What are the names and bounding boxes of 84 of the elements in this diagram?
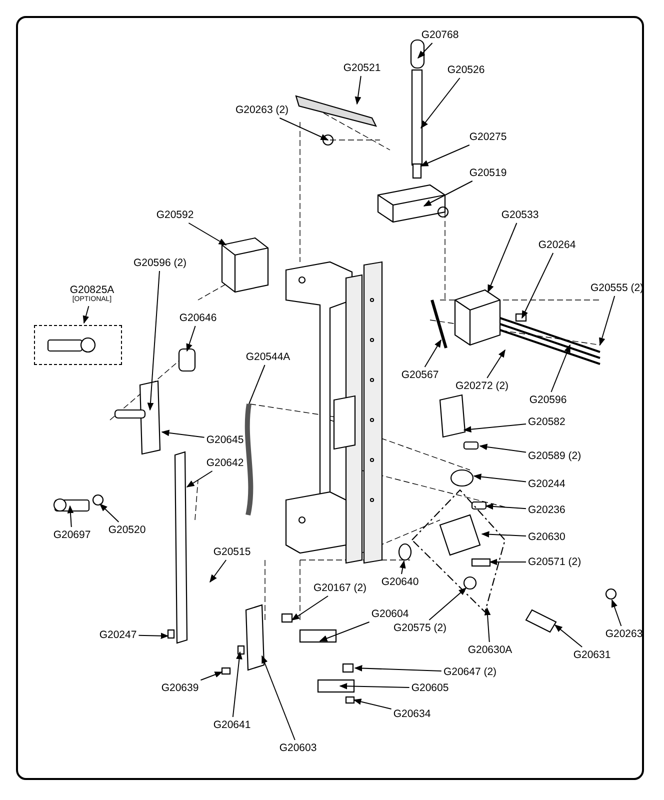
part-number: G20641 — [213, 718, 251, 732]
leader-line — [424, 339, 442, 368]
part-number: G20825A — [70, 284, 114, 296]
leader-line — [147, 270, 160, 411]
leader-line — [353, 698, 392, 710]
part-number: G20526 — [447, 64, 485, 76]
leader-line — [210, 560, 227, 583]
leader-line — [486, 349, 506, 378]
part-number: G20236 — [528, 504, 566, 516]
leader-line — [485, 503, 526, 510]
part-number: G20604 — [371, 608, 409, 620]
part-number: G20605 — [411, 682, 449, 694]
leader-line — [400, 560, 406, 574]
part-number: G20263 — [605, 628, 643, 640]
part-number: G20264 — [538, 238, 576, 252]
part-number: G20596 — [529, 394, 567, 406]
leader-line — [339, 682, 410, 690]
part-number: G20647 (2) — [443, 666, 497, 678]
leader-line — [484, 607, 491, 642]
leader-line — [417, 42, 433, 59]
leader-line — [262, 655, 296, 740]
part-number: G20631 — [573, 648, 611, 662]
part-number: G20533 — [501, 208, 539, 222]
part-number: G20520 — [108, 524, 146, 536]
leader-line — [599, 296, 616, 346]
leader-line — [138, 632, 169, 640]
leader-line — [248, 364, 266, 404]
leader-line — [279, 118, 329, 140]
part-number: G20244 — [528, 478, 566, 490]
part-number: G20642 — [206, 456, 244, 470]
part-number: G20582 — [528, 416, 566, 428]
part-number: G20596 (2) — [133, 256, 187, 270]
part-number: G20521 — [343, 62, 381, 74]
leader-line — [186, 326, 196, 352]
leader-line — [354, 665, 442, 672]
part-number: G20768 — [421, 28, 459, 42]
part-number: G20275 — [469, 130, 507, 144]
leader-line — [428, 587, 467, 620]
leader-line — [420, 78, 460, 129]
leader-line — [99, 503, 120, 522]
leader-line — [319, 622, 370, 642]
part-number: G20519 — [469, 166, 507, 180]
leader-line — [489, 558, 526, 566]
part-number: G20592 — [156, 208, 194, 222]
part-number: G20247 — [99, 628, 137, 642]
leader-line — [291, 596, 328, 620]
leader-line — [232, 651, 242, 718]
part-number: G20634 — [393, 708, 431, 720]
leader-line — [67, 505, 74, 528]
part-number: G20589 (2) — [528, 450, 582, 462]
part-number: G20575 (2) — [393, 622, 447, 634]
leader-line — [200, 672, 223, 681]
part-number: G20646 — [179, 312, 217, 324]
part-number: G20272 (2) — [455, 380, 509, 392]
part-number: G20167 (2) — [313, 582, 367, 594]
part-number: G20603 — [279, 742, 317, 754]
leader-line — [481, 531, 526, 538]
leader-line — [611, 599, 622, 626]
leader-line — [554, 624, 583, 648]
part-number: G20544A — [246, 350, 290, 364]
part-number: G20630A — [468, 644, 512, 656]
part-number: G20640 — [381, 576, 419, 588]
leader-line — [420, 144, 470, 166]
leader-line — [188, 222, 227, 246]
leader-line — [463, 424, 526, 432]
leader-line — [473, 474, 526, 482]
leader-line — [354, 76, 362, 105]
part-number: G20571 (2) — [528, 556, 582, 568]
leader-line — [423, 180, 473, 206]
optional-kit-outline — [34, 325, 122, 365]
leader-line — [522, 252, 554, 319]
leader-line — [488, 222, 518, 293]
leader-line — [479, 444, 526, 453]
part-number: G20639 — [161, 682, 199, 694]
leader-line — [186, 470, 213, 488]
leader-line — [161, 430, 205, 438]
part-number: G20697 — [53, 528, 91, 542]
part-number: G20263 (2) — [235, 104, 289, 116]
part-number: G20645 — [206, 434, 244, 446]
leader-line — [550, 344, 570, 392]
part-number: G20630 — [528, 530, 566, 544]
part-number: G20567 — [401, 368, 439, 382]
part-number: G20515 — [213, 546, 251, 558]
leader-line — [82, 306, 90, 324]
